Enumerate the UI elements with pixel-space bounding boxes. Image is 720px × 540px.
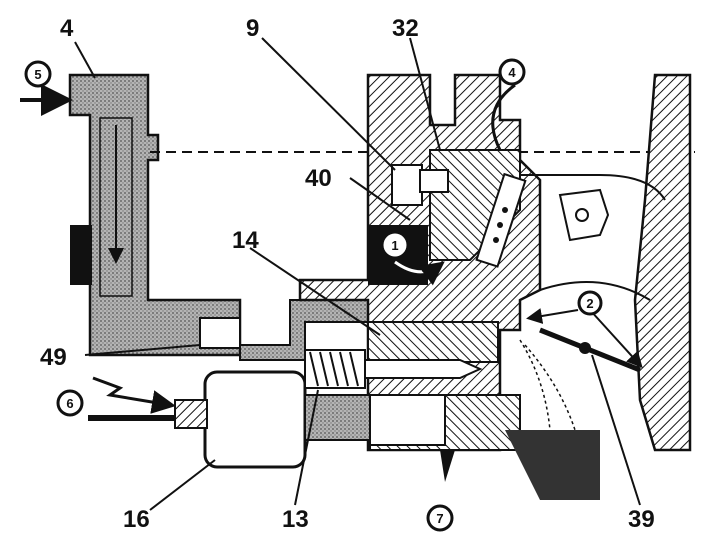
label-39: 39 [628, 506, 655, 533]
electric-signal-icon [92, 376, 176, 414]
label-9: 9 [246, 15, 259, 42]
callout-4: 4 [498, 58, 526, 86]
svg-text:7: 7 [436, 511, 443, 526]
svg-text:2: 2 [586, 296, 593, 311]
label-49: 49 [40, 344, 67, 371]
svg-text:5: 5 [34, 67, 41, 82]
label-14: 14 [232, 227, 259, 254]
air-flow-arrow [394, 260, 445, 286]
callout-5: 5 [24, 60, 52, 88]
fuel-inlet-pipe [68, 73, 242, 357]
label-13: 13 [282, 506, 309, 533]
vacuum-line [491, 83, 516, 151]
callout-7: 7 [426, 504, 454, 532]
label-4: 4 [60, 15, 74, 42]
callout-2: 2 [577, 290, 603, 316]
svg-text:6: 6 [66, 396, 73, 411]
svg-text:4: 4 [508, 65, 516, 80]
intake-wall [520, 73, 692, 452]
leader-lines [74, 37, 641, 511]
callout-1: 1 [383, 233, 407, 257]
label-40: 40 [305, 165, 332, 192]
svg-text:1: 1 [391, 238, 398, 253]
throttle-plate [539, 327, 641, 373]
pipe-clamp [70, 225, 92, 285]
idle-mixture-screw [304, 349, 483, 389]
carburetor-body [298, 73, 542, 452]
main-jet-block [367, 321, 600, 500]
label-16: 16 [123, 506, 150, 533]
callout-6: 6 [56, 389, 84, 417]
label-32: 32 [392, 15, 419, 42]
needle-assembly [475, 172, 610, 268]
